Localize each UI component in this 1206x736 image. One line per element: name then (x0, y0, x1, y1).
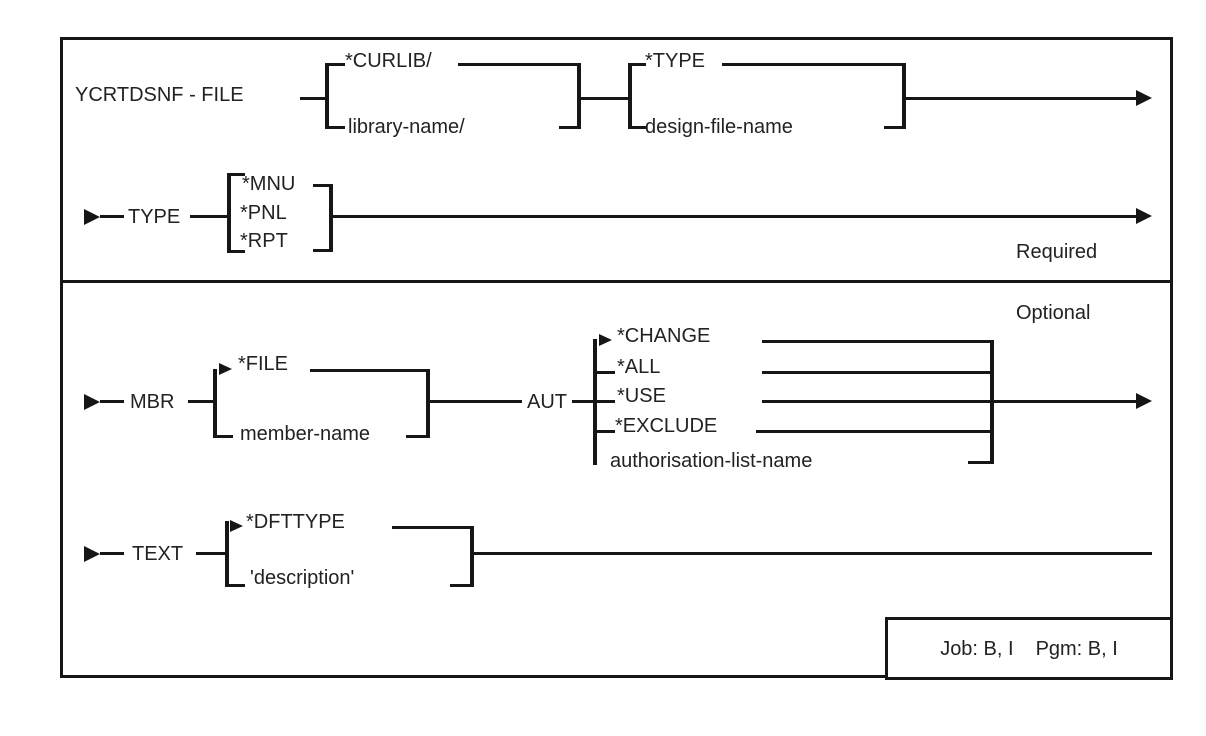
optional-label: Optional (1016, 302, 1091, 324)
pgm-label: Pgm: B, I (1035, 637, 1118, 660)
section-divider (60, 280, 1173, 283)
bracket-library-left (325, 63, 329, 129)
rail (597, 400, 615, 403)
option-design-file-name: design-file-name (645, 116, 793, 138)
rail (474, 552, 1152, 555)
rail (628, 63, 646, 66)
bracket-library-right (577, 63, 581, 129)
option-library-name: library-name/ (348, 116, 465, 138)
option-change: *CHANGE (617, 325, 711, 347)
option-curlib: *CURLIB/ (345, 50, 432, 72)
option-mnu: *MNU (242, 173, 296, 195)
rail (458, 63, 580, 66)
bracket-mbr-right (426, 369, 430, 438)
rail (313, 249, 333, 252)
rail (100, 400, 124, 403)
rail (188, 400, 214, 403)
option-description: 'description' (250, 567, 355, 589)
keyword-type: TYPE (128, 206, 181, 228)
rail (756, 430, 992, 433)
rail (100, 552, 124, 555)
rail (406, 435, 428, 438)
bracket-file-left (628, 63, 632, 129)
rail (300, 97, 326, 100)
bracket-text-right (470, 526, 474, 587)
bracket-aut-left (593, 339, 597, 465)
option-authorisation-list: authorisation-list-name (610, 450, 813, 472)
row-start-arrow-icon (84, 394, 100, 410)
option-exclude: *EXCLUDE (615, 415, 718, 437)
rail (762, 371, 992, 374)
bracket-mbr-left (213, 369, 217, 438)
option-type-default: *TYPE (645, 50, 706, 72)
rail (762, 340, 992, 343)
rail (430, 400, 522, 403)
keyword-text: TEXT (132, 543, 184, 565)
rail (722, 63, 905, 66)
rail (325, 126, 345, 129)
rail (227, 173, 245, 176)
option-pnl: *PNL (240, 202, 287, 224)
rail (906, 97, 1137, 100)
command-label: YCRTDSNF - FILE (75, 84, 244, 106)
default-arrow-icon (219, 363, 232, 375)
job-label: Job: B, I (940, 637, 1014, 660)
bracket-aut-right (990, 340, 994, 464)
default-arrow-icon (230, 520, 243, 532)
rail (968, 461, 994, 464)
keyword-aut: AUT (527, 391, 567, 413)
bracket-text-left (225, 521, 229, 587)
bracket-file-right (902, 63, 906, 129)
rail (333, 215, 1137, 218)
option-all: *ALL (617, 356, 661, 378)
continue-arrow-icon (1136, 90, 1152, 106)
rail (572, 400, 594, 403)
rail (450, 584, 472, 587)
rail (994, 400, 1137, 403)
rail (196, 552, 226, 555)
rail (559, 126, 581, 129)
option-member-name: member-name (240, 423, 371, 445)
rail (762, 400, 992, 403)
job-pgm-box: Job: B, I Pgm: B, I (885, 617, 1173, 680)
rail (581, 97, 629, 100)
row-start-arrow-icon (84, 209, 100, 225)
keyword-mbr: MBR (130, 391, 175, 413)
rail (190, 215, 228, 218)
rail (884, 126, 906, 129)
rail (225, 584, 245, 587)
rail (628, 126, 646, 129)
continue-arrow-icon (1136, 208, 1152, 224)
default-arrow-icon (599, 334, 612, 346)
rail (313, 184, 333, 187)
rail (597, 371, 615, 374)
rail (227, 250, 245, 253)
option-use: *USE (617, 385, 666, 407)
row-start-arrow-icon (84, 546, 100, 562)
bracket-type-right (329, 184, 333, 252)
option-rpt: *RPT (240, 230, 288, 252)
option-dfttype: *DFTTYPE (246, 511, 345, 533)
rail (597, 430, 615, 433)
continue-arrow-icon (1136, 393, 1152, 409)
option-file-default: *FILE (238, 353, 289, 375)
rail (310, 369, 427, 372)
rail (100, 215, 124, 218)
rail (325, 63, 345, 66)
rail (392, 526, 473, 529)
required-label: Required (1016, 241, 1098, 263)
diagram-frame (60, 37, 1173, 678)
rail (213, 435, 233, 438)
bracket-type-left (227, 173, 231, 253)
